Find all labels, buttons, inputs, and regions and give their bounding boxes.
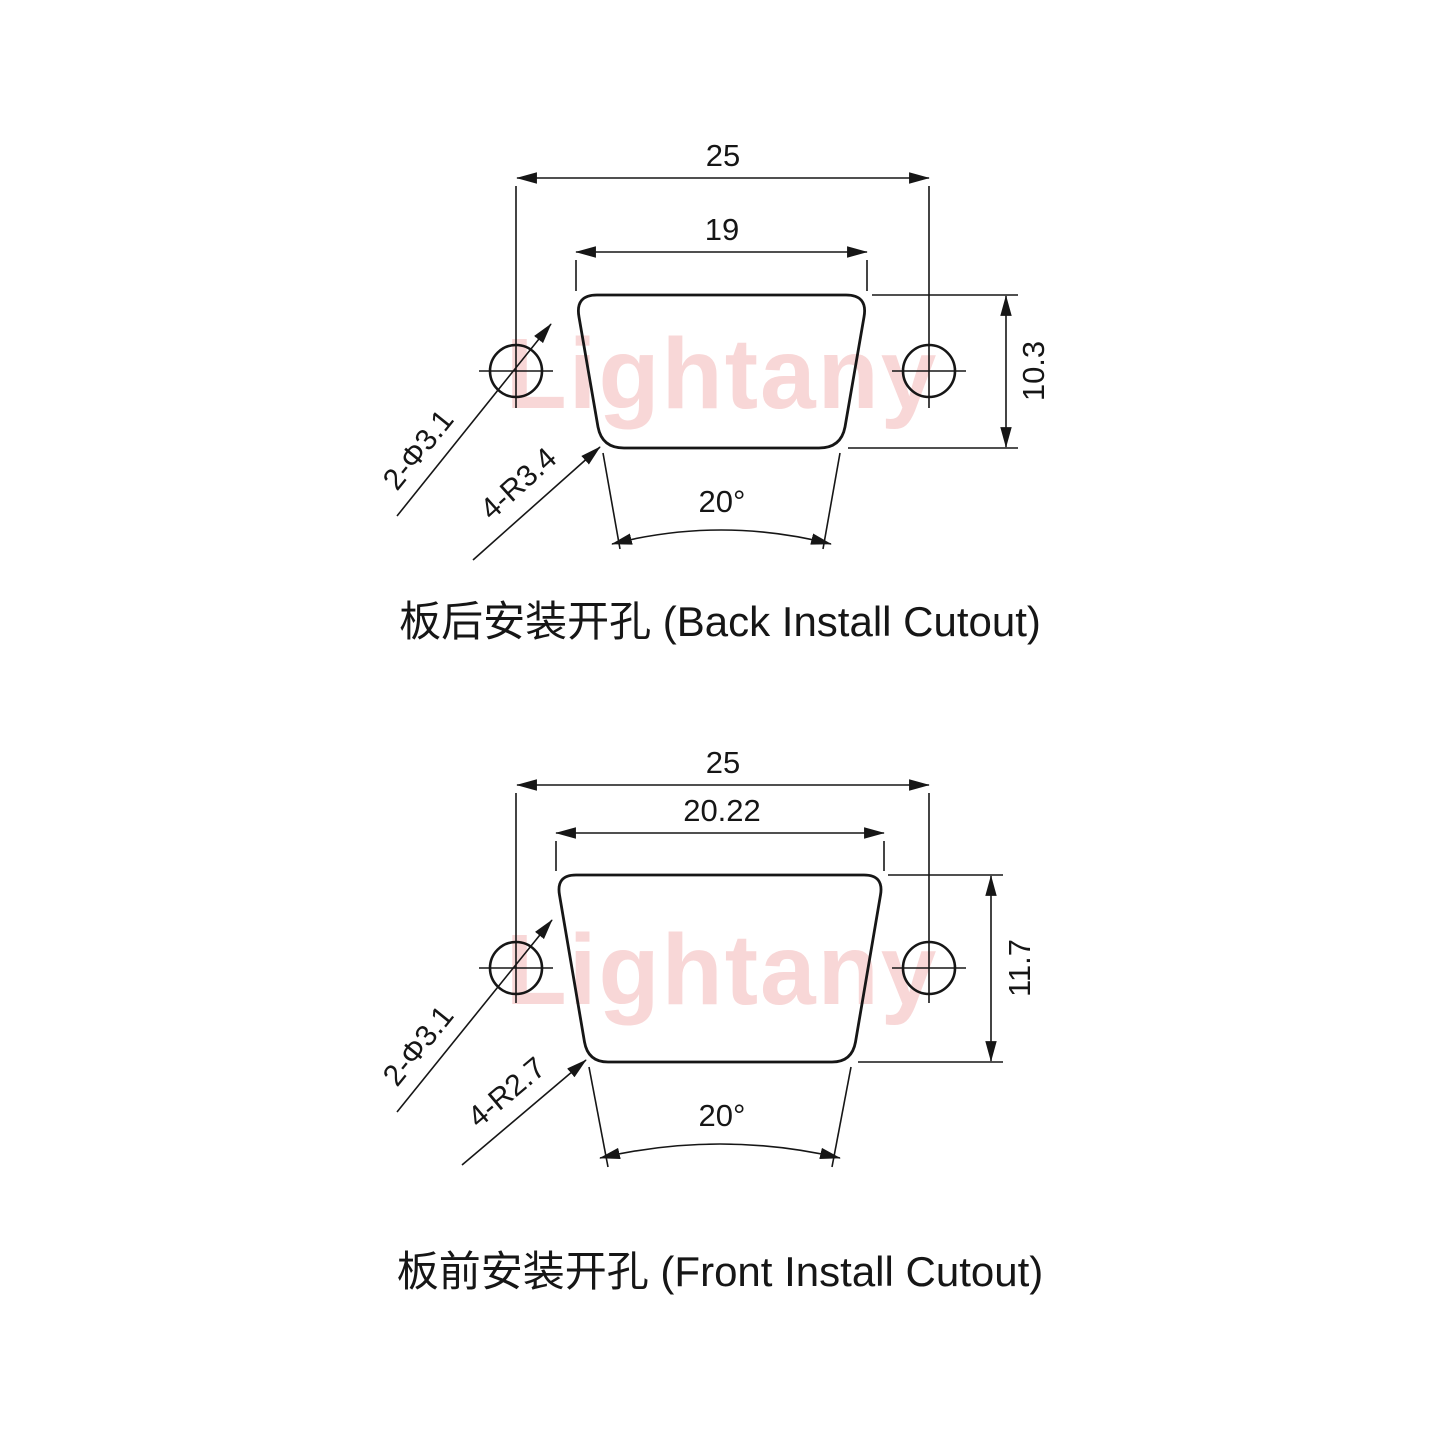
holes-leader-line xyxy=(396,919,553,1113)
angle-arc xyxy=(611,529,832,545)
dimension-outer-width-value: 25 xyxy=(706,138,740,173)
angle-extension-right xyxy=(831,1066,852,1168)
dimension-height-value: 10.3 xyxy=(1016,341,1051,401)
angle-extension-left xyxy=(602,452,621,550)
cutout-outline xyxy=(577,293,866,450)
angle-extension-left xyxy=(588,1066,609,1168)
angle-value: 20° xyxy=(699,1098,746,1133)
holes-label: 2-Φ3.1 xyxy=(377,1000,461,1093)
radius-leader-line xyxy=(461,1059,587,1166)
mounting-hole-right xyxy=(901,343,957,399)
mounting-hole-left xyxy=(488,940,544,996)
dimension-inner-width-value: 20.22 xyxy=(683,793,761,828)
front-install-title: 板前安装开孔 (Front Install Cutout) xyxy=(397,1248,1043,1295)
holes-leader-line xyxy=(396,323,552,517)
mounting-hole-right xyxy=(901,940,957,996)
angle-arc xyxy=(599,1143,841,1160)
radius-label: 4-R2.7 xyxy=(462,1051,552,1134)
holes-label: 2-Φ3.1 xyxy=(377,404,461,497)
angle-extension-right xyxy=(822,452,841,550)
dimension-height-value: 11.7 xyxy=(1002,939,1037,997)
dimension-outer-width-value: 25 xyxy=(706,745,740,780)
radius-leader-line xyxy=(472,446,601,561)
radius-label: 4-R3.4 xyxy=(474,442,563,527)
dimension-inner-width-value: 19 xyxy=(705,212,739,247)
back-install-title: 板后安装开孔 (Back Install Cutout) xyxy=(399,598,1041,645)
mounting-hole-left xyxy=(488,343,544,399)
angle-value: 20° xyxy=(699,484,746,519)
cutout-outline xyxy=(557,873,883,1064)
watermark-text: Lightany xyxy=(506,318,939,430)
